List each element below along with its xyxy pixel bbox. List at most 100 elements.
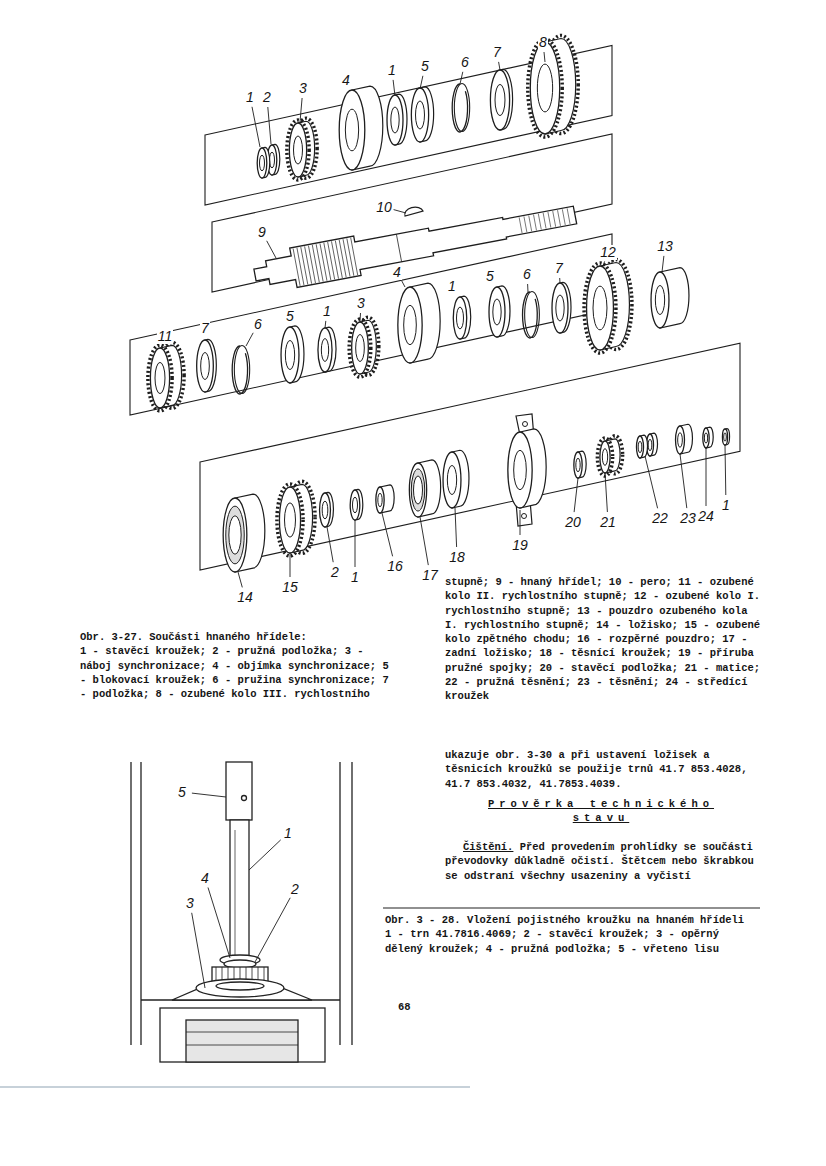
part-bore bbox=[321, 339, 328, 362]
page-number-block: 68 bbox=[398, 1000, 411, 1014]
gearbox-part bbox=[528, 35, 578, 137]
shaft-spline bbox=[351, 238, 358, 275]
callout-number: 1 bbox=[322, 304, 332, 319]
part-bore bbox=[260, 155, 265, 171]
press-base-recess bbox=[186, 1020, 298, 1062]
callout-number: 8 bbox=[538, 35, 548, 50]
part-bore bbox=[495, 84, 505, 115]
gearbox-part bbox=[320, 492, 334, 527]
part-bore bbox=[638, 441, 642, 452]
callout-number: 23 bbox=[679, 511, 697, 526]
part-face bbox=[489, 287, 505, 337]
leader-line bbox=[300, 98, 302, 122]
leader-line bbox=[255, 898, 290, 962]
callout-number: 1 bbox=[350, 570, 360, 585]
gearbox-part bbox=[636, 435, 647, 458]
callout-number: 7 bbox=[200, 321, 210, 336]
spindle-hole bbox=[242, 796, 247, 801]
part-bore bbox=[285, 340, 294, 369]
paragraph-lead: Čištění. bbox=[463, 841, 513, 853]
part-bore bbox=[414, 476, 423, 504]
leader-line bbox=[499, 62, 500, 70]
flange-hole bbox=[522, 514, 527, 519]
part-bore bbox=[229, 516, 241, 554]
part-face bbox=[376, 487, 384, 513]
leader-line bbox=[420, 517, 428, 565]
leader-line bbox=[420, 76, 423, 89]
shaft-spline bbox=[567, 208, 570, 224]
gearbox-part bbox=[443, 450, 469, 508]
spring-ring bbox=[523, 292, 538, 338]
press-frame bbox=[339, 762, 340, 1045]
part-bore bbox=[378, 493, 382, 507]
part-bore bbox=[537, 64, 552, 112]
gearbox-part bbox=[646, 433, 657, 456]
callout-number: 1 bbox=[387, 63, 397, 78]
part-bore bbox=[556, 295, 564, 321]
part-bore bbox=[648, 439, 652, 450]
part-face bbox=[281, 327, 299, 383]
split-ring bbox=[196, 979, 284, 997]
callout-number: 6 bbox=[460, 55, 470, 70]
part-face bbox=[257, 148, 267, 178]
hatch bbox=[186, 1045, 298, 1046]
press-frame bbox=[351, 762, 352, 1045]
gear-teeth bbox=[277, 484, 303, 556]
part-bore bbox=[356, 334, 365, 361]
gearbox-part bbox=[197, 339, 217, 392]
caption-block: stupně; 9 - hnaný hřídel; 10 - pero; 11 … bbox=[445, 575, 763, 704]
mandrel bbox=[230, 820, 249, 960]
shaft-spline bbox=[524, 216, 527, 232]
part-bore bbox=[704, 433, 707, 443]
leader-line bbox=[382, 513, 393, 556]
callout-number: 13 bbox=[656, 239, 674, 254]
part-face bbox=[490, 70, 509, 130]
gearbox-part bbox=[376, 485, 394, 513]
gearbox-part bbox=[722, 429, 729, 445]
gearbox-part bbox=[277, 481, 315, 556]
callout-number: 21 bbox=[599, 515, 617, 530]
gearbox-part bbox=[574, 451, 586, 478]
callout-number: 6 bbox=[522, 267, 532, 282]
part-face bbox=[279, 487, 300, 553]
gearbox-part bbox=[523, 292, 540, 338]
gearbox-part bbox=[411, 87, 433, 142]
gearbox-part bbox=[398, 283, 440, 363]
part-face bbox=[398, 287, 422, 363]
part-face bbox=[508, 432, 532, 508]
part-bore bbox=[447, 465, 456, 494]
leader-line bbox=[394, 210, 406, 213]
callout-number: 2 bbox=[330, 565, 340, 580]
part-face bbox=[150, 348, 169, 408]
callout-number: 12 bbox=[599, 245, 617, 260]
callout-number: 3 bbox=[185, 896, 195, 911]
gear-teeth bbox=[584, 263, 616, 353]
part-bore bbox=[322, 501, 328, 519]
shaft-groove bbox=[396, 234, 401, 262]
gearbox-part bbox=[287, 118, 317, 180]
part-face bbox=[411, 88, 428, 142]
part-bore bbox=[655, 285, 664, 314]
shaft-spline bbox=[347, 238, 354, 275]
part-face bbox=[722, 429, 727, 445]
spring-ring bbox=[232, 346, 247, 394]
part-bore bbox=[155, 362, 165, 393]
part-face bbox=[289, 123, 306, 177]
part-face bbox=[318, 328, 332, 372]
press-frame bbox=[140, 762, 141, 1045]
part-face bbox=[676, 426, 685, 454]
callout-number: 24 bbox=[697, 509, 715, 524]
gear-teeth bbox=[349, 319, 371, 377]
gearbox-part bbox=[339, 86, 383, 170]
shaft-spline bbox=[548, 212, 551, 228]
callout-number: 2 bbox=[262, 90, 272, 105]
part-bore bbox=[602, 449, 607, 466]
callout-number: 5 bbox=[177, 785, 187, 800]
part-face bbox=[352, 322, 369, 374]
caption-text: stupně; 9 - hnaný hřídel; 10 - pero; 11 … bbox=[445, 575, 763, 704]
part-bore bbox=[345, 109, 358, 151]
shaft-spline bbox=[305, 246, 312, 283]
callout-number: 3 bbox=[356, 296, 366, 311]
callout-number: 15 bbox=[281, 580, 299, 595]
leader-line bbox=[645, 456, 658, 508]
